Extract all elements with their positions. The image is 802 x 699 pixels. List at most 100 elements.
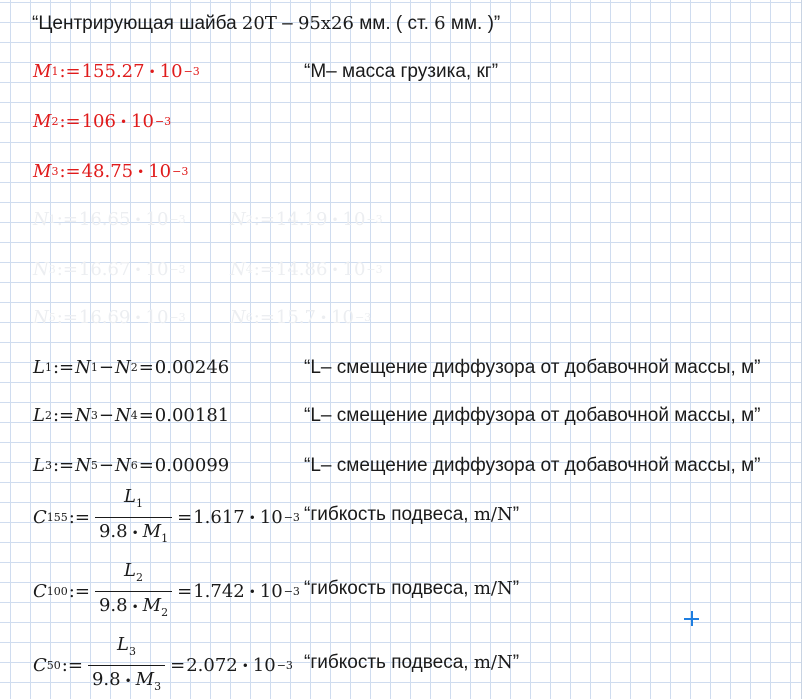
c-symbol: C bbox=[33, 581, 47, 602]
c-comment-region-3[interactable]: “гибкость подвеса, m/N” bbox=[304, 651, 519, 675]
l-subscript: 2 bbox=[44, 409, 52, 422]
power-exponent: −3 bbox=[354, 311, 372, 324]
c-comment-unit: m/N bbox=[473, 504, 513, 525]
mass-comment-region[interactable]: “M– масса грузика, кг” bbox=[304, 60, 498, 84]
c-comment-region-2[interactable]: “гибкость подвеса, m/N” bbox=[304, 577, 519, 601]
open-quote: “ bbox=[304, 405, 311, 426]
times-operator: • bbox=[331, 213, 339, 227]
n-subscript: 4 bbox=[245, 263, 253, 276]
assign-operator: := bbox=[253, 259, 275, 280]
c-comment-text: гибкость подвеса, bbox=[310, 578, 474, 599]
open-quote: “ bbox=[304, 578, 311, 599]
n-value: 14.19 bbox=[275, 209, 328, 230]
title-part-size: 95x26 bbox=[297, 13, 354, 34]
close-quote: ” bbox=[512, 504, 520, 525]
denominator-coefficient: 9.8 bbox=[98, 521, 128, 542]
n-symbol: N bbox=[33, 209, 49, 230]
n-subscript: 3 bbox=[48, 263, 56, 276]
n-symbol: N bbox=[114, 357, 131, 378]
power-base: 10 bbox=[145, 209, 169, 230]
assign-operator: := bbox=[59, 61, 81, 82]
times-operator: • bbox=[248, 511, 256, 525]
c-comment-region-1[interactable]: “гибкость подвеса, m/N” bbox=[304, 503, 519, 527]
times-operator: • bbox=[319, 311, 328, 325]
denominator-coefficient: 9.8 bbox=[98, 595, 128, 616]
assign-operator: := bbox=[56, 259, 78, 280]
c-symbol: C bbox=[33, 655, 47, 676]
l-comment-symbol: L bbox=[310, 405, 321, 426]
close-quote: ” bbox=[493, 13, 501, 34]
mass-value: 48.75 bbox=[81, 161, 134, 182]
l-result: 0.00246 bbox=[154, 357, 230, 378]
power-base: 10 bbox=[259, 507, 283, 528]
l-comment-region-3[interactable]: “L– смещение диффузора от добавочной мас… bbox=[304, 454, 760, 478]
power-exponent: −3 bbox=[169, 263, 186, 276]
fraction-denominator: 9.8•M3 bbox=[87, 665, 166, 698]
open-quote: “ bbox=[304, 455, 311, 476]
mass-symbol: M bbox=[135, 669, 155, 690]
c-comment-unit: m/N bbox=[473, 578, 513, 599]
mass-symbol: M bbox=[142, 595, 162, 616]
mass-comment-text: – масса грузика, кг bbox=[326, 61, 492, 82]
mass-symbol: M bbox=[33, 61, 52, 82]
equals-operator: = bbox=[177, 581, 193, 602]
l-comment-region-1[interactable]: “L– смещение диффузора от добавочной мас… bbox=[304, 356, 760, 380]
c-subscript: 155 bbox=[46, 511, 68, 524]
times-operator: • bbox=[124, 674, 132, 688]
mass-symbol: M bbox=[33, 111, 52, 132]
times-operator: • bbox=[241, 659, 249, 673]
power-exponent: −3 bbox=[169, 213, 186, 226]
assign-operator: := bbox=[52, 455, 75, 476]
power-base: 10 bbox=[342, 209, 366, 230]
n-subscript: 4 bbox=[130, 409, 138, 422]
power-base: 10 bbox=[131, 111, 154, 132]
l-result: 0.00099 bbox=[154, 455, 230, 476]
times-operator: • bbox=[331, 263, 339, 277]
assign-operator: := bbox=[61, 655, 83, 676]
assign-operator: := bbox=[68, 581, 90, 602]
mass-comment-symbol: M bbox=[310, 61, 327, 82]
close-quote: ” bbox=[754, 357, 761, 378]
close-quote: ” bbox=[512, 578, 520, 599]
n-symbol: N bbox=[75, 455, 91, 476]
n-symbol: N bbox=[75, 405, 91, 426]
title-text-region[interactable]: “Центрирующая шайба 20T – 95x26 мм. ( ст… bbox=[32, 12, 500, 36]
fraction: L2 9.8•M2 bbox=[94, 560, 173, 624]
n-value: 15.7 bbox=[275, 307, 316, 328]
power-base: 10 bbox=[145, 307, 169, 328]
n-subscript: 1 bbox=[48, 213, 56, 226]
mass-subscript: 2 bbox=[51, 115, 59, 128]
n-subscript: 6 bbox=[245, 311, 253, 324]
l-symbol: L bbox=[33, 357, 45, 378]
power-exponent: −3 bbox=[276, 659, 293, 672]
l-comment-region-2[interactable]: “L– смещение диффузора от добавочной мас… bbox=[304, 404, 760, 428]
open-quote: “ bbox=[304, 504, 311, 525]
close-quote: ” bbox=[491, 61, 499, 82]
n-symbol: N bbox=[114, 405, 131, 426]
open-quote: “ bbox=[304, 61, 311, 82]
n-subscript: 3 bbox=[90, 409, 98, 422]
mass-symbol: M bbox=[33, 161, 52, 182]
c-symbol: C bbox=[33, 507, 47, 528]
crosshair-cursor-icon bbox=[684, 611, 699, 626]
title-text-c: мм. ) bbox=[445, 13, 494, 34]
l-symbol: L bbox=[33, 405, 45, 426]
n-value: 16.65 bbox=[78, 209, 131, 230]
title-text-a: Центрирующая шайба bbox=[38, 13, 242, 34]
